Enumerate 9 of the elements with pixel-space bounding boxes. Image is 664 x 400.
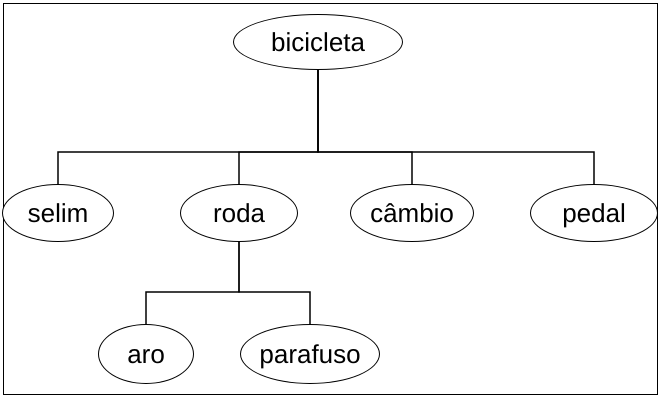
node-label: bicicleta <box>271 26 365 58</box>
node-label: câmbio <box>370 198 454 228</box>
connector-line <box>238 242 311 324</box>
node-label: parafuso <box>259 338 361 370</box>
connector-line <box>317 70 595 184</box>
node-label: roda <box>212 198 266 228</box>
node-label: aro <box>127 338 165 370</box>
node-label: pedal <box>562 198 626 228</box>
node-label: selim <box>28 198 88 228</box>
